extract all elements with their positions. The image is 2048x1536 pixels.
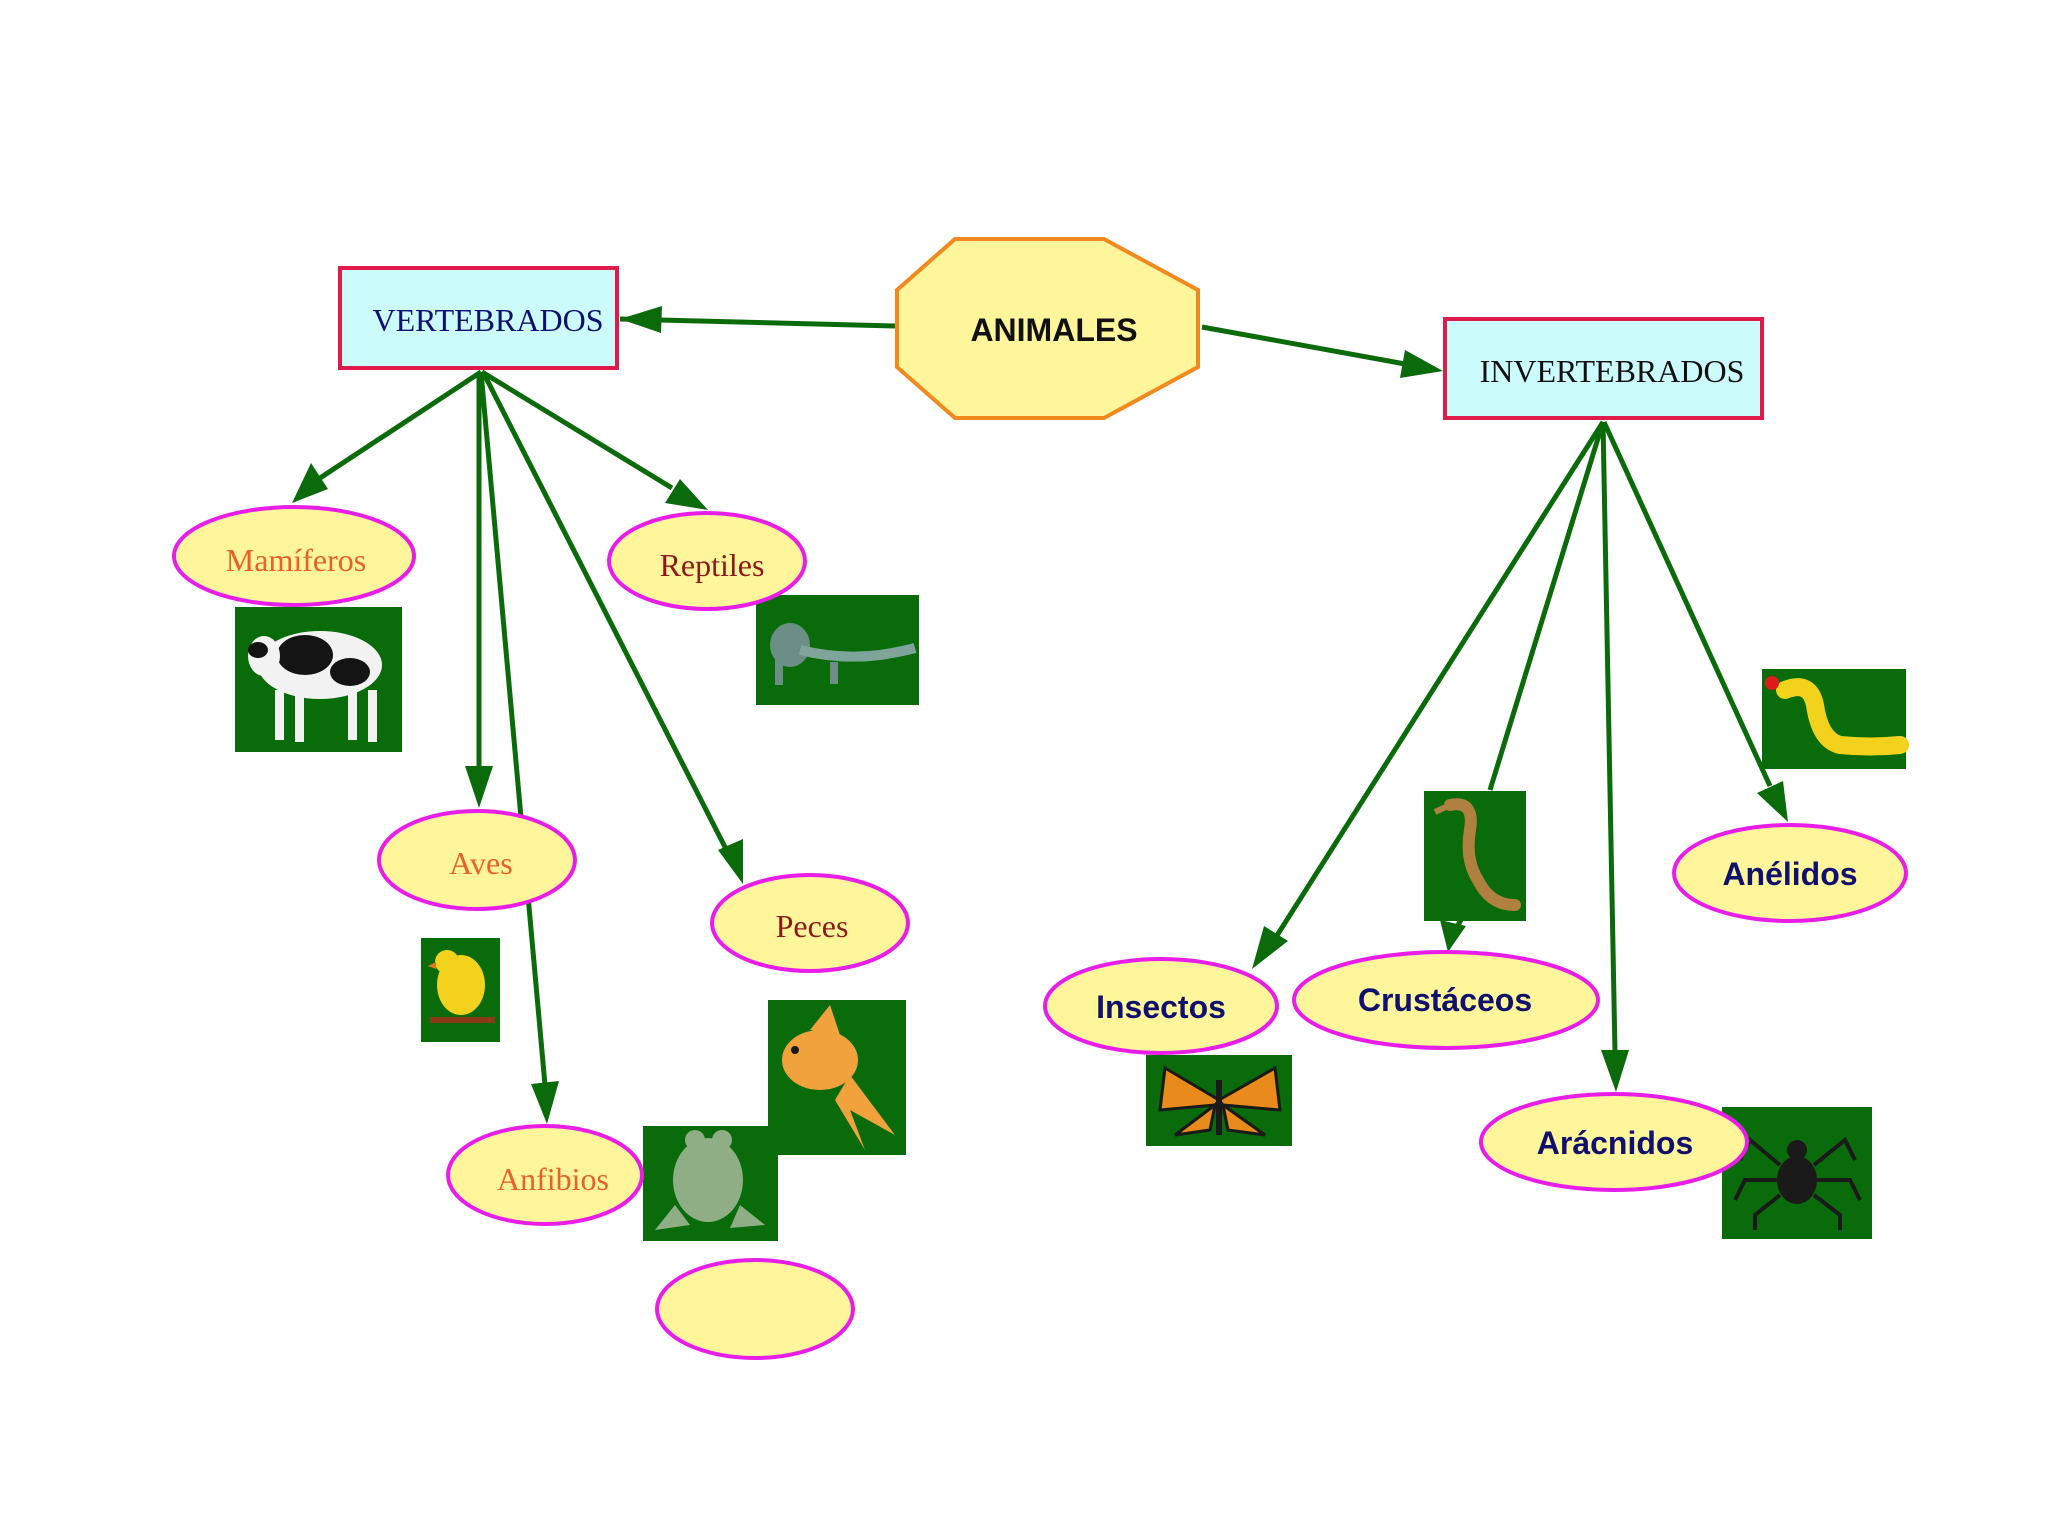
root-label: ANIMALES [970, 312, 1137, 348]
arrowhead [531, 1081, 559, 1124]
invertebrados-label: INVERTEBRADOS [1480, 353, 1745, 389]
arrow-vertebrados-peces [480, 370, 730, 853]
worm-picture [1762, 669, 1909, 769]
octagon-shape [895, 237, 1200, 420]
node-aracnidos[interactable]: Arácnidos [1479, 1092, 1749, 1192]
spider-picture [1722, 1107, 1872, 1239]
cow-picture [235, 607, 402, 752]
canary-picture [421, 938, 500, 1042]
anelidos-label: Anélidos [1722, 856, 1857, 892]
arrowhead [465, 766, 493, 808]
arrowhead [718, 839, 743, 884]
peces-label: Peces [776, 908, 849, 944]
frog-picture [643, 1126, 778, 1241]
node-aves[interactable]: Aves [377, 809, 577, 911]
arrowhead [665, 479, 708, 510]
arrowhead [1757, 781, 1788, 822]
box-shape [338, 266, 619, 370]
aracnidos-label: Arácnidos [1537, 1125, 1693, 1161]
arrow-animales-vertebrados [619, 316, 897, 329]
iguana-picture [756, 595, 919, 705]
node-mamiferos[interactable]: Mamíferos [172, 505, 416, 607]
connectors [292, 306, 1788, 1124]
arrow-vertebrados-mamiferos [318, 369, 483, 481]
arrow-vertebrados-reptiles [480, 369, 674, 491]
node-reptiles[interactable]: Reptiles [607, 511, 807, 611]
node-anelidos[interactable]: Anélidos [1672, 823, 1908, 923]
crustaceos-label: Crustáceos [1358, 982, 1532, 1018]
vertebrados-node[interactable]: VERTEBRADOS [338, 266, 619, 370]
arrow-invertebrados-insectos [1273, 420, 1606, 939]
node-insectos[interactable]: Insectos [1043, 957, 1279, 1055]
arrowhead [1440, 920, 1466, 952]
node-empty[interactable] [655, 1258, 855, 1360]
arrow-animales-invertebrados [1201, 324, 1406, 367]
node-peces[interactable]: Peces [710, 873, 910, 973]
insectos-label: Insectos [1096, 989, 1226, 1025]
arrow-vertebrados-anfibios [478, 371, 548, 1086]
node-anfibios[interactable]: Anfibios [446, 1124, 644, 1226]
arrow-invertebrados-aracnidos [1600, 421, 1618, 1054]
arrow-invertebrados-crustaceos [1487, 421, 1606, 791]
arrowhead [1400, 350, 1443, 378]
box-shape [1443, 317, 1764, 420]
arrow-invertebrados-anelidos [1601, 420, 1773, 788]
goldfish-picture [768, 1000, 906, 1155]
vertebrados-label: VERTEBRADOS [373, 302, 604, 338]
aves-label: Aves [449, 845, 512, 881]
butterfly-picture [1146, 1055, 1292, 1146]
arrowhead [620, 306, 662, 333]
node-crustaceos[interactable]: Crustáceos [1292, 950, 1600, 1050]
arrowhead [1252, 926, 1288, 969]
reptiles-label: Reptiles [660, 547, 765, 583]
arrowhead [292, 463, 328, 503]
arrowhead [1601, 1050, 1629, 1092]
root-node[interactable]: ANIMALES [895, 237, 1200, 420]
seahorse-picture [1424, 791, 1526, 921]
anfibios-label: Anfibios [497, 1161, 609, 1197]
invertebrados-node[interactable]: INVERTEBRADOS [1443, 317, 1764, 420]
mamiferos-label: Mamíferos [226, 542, 366, 578]
